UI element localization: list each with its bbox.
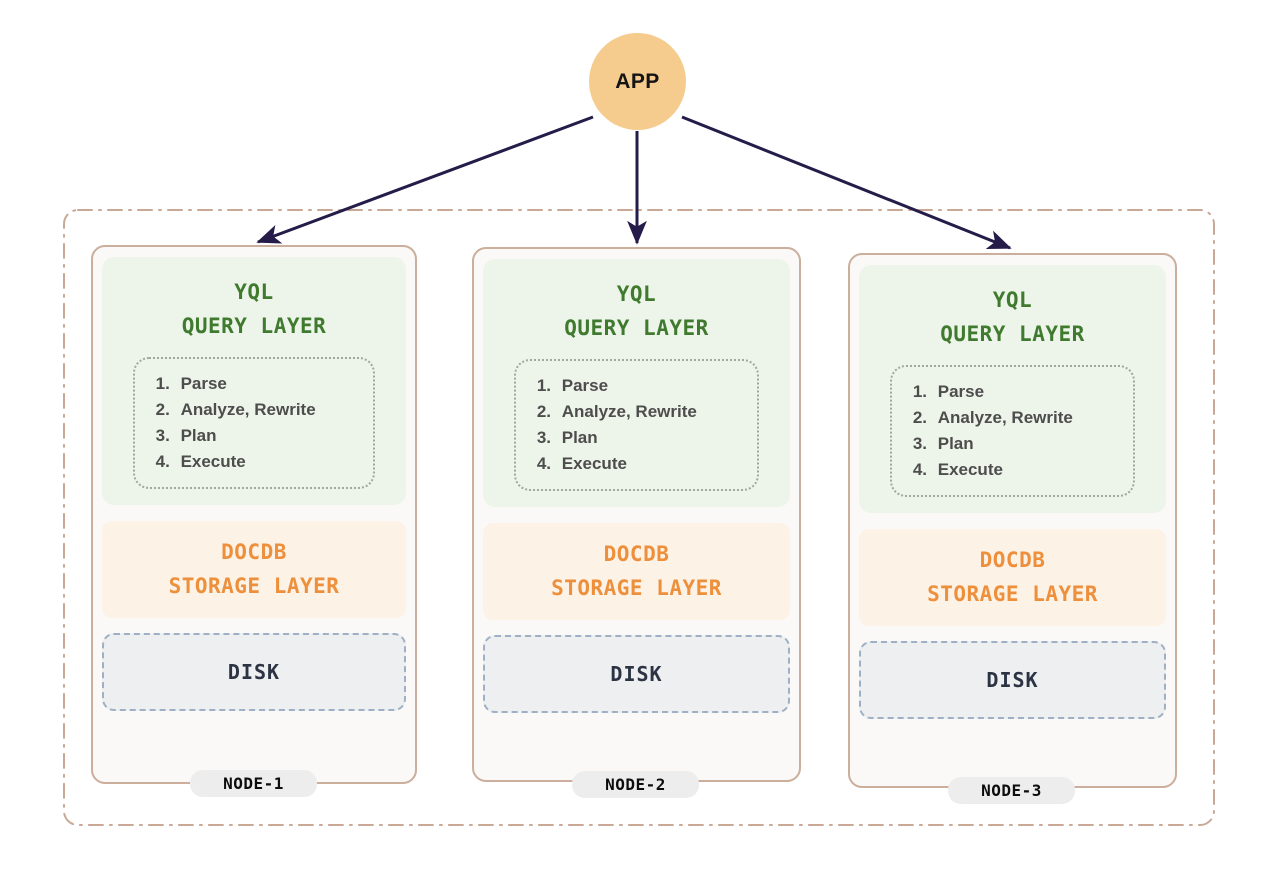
- storage-layer-title-3: DOCDB STORAGE LAYER: [927, 543, 1098, 611]
- storage-layer-title-line2: STORAGE LAYER: [168, 574, 340, 599]
- query-layer-title-1: YQL QUERY LAYER: [182, 275, 327, 343]
- query-step-item: Analyze, Rewrite: [932, 405, 1128, 431]
- query-steps-list-2: Parse Analyze, Rewrite Plan Execute: [530, 373, 752, 477]
- query-layer-title-2: YQL QUERY LAYER: [564, 277, 709, 345]
- node-badge-label-3: NODE-3: [981, 781, 1042, 800]
- query-step-item: Execute: [556, 451, 752, 477]
- node-card-1[interactable]: YQL QUERY LAYER Parse Analyze, Rewrite Pl…: [91, 245, 417, 784]
- storage-layer-2: DOCDB STORAGE LAYER: [483, 523, 790, 621]
- query-layer-title-line1: YQL: [992, 288, 1033, 312]
- node-badge-3: NODE-3: [948, 777, 1075, 804]
- query-step-item: Plan: [556, 425, 752, 451]
- disk-box-3: DISK: [859, 641, 1166, 720]
- storage-layer-title-2: DOCDB STORAGE LAYER: [551, 537, 722, 605]
- disk-label-2: DISK: [610, 662, 663, 687]
- app-node-label: APP: [615, 69, 660, 93]
- query-step-item: Parse: [175, 371, 368, 397]
- storage-layer-title-line1: DOCDB: [979, 548, 1046, 573]
- storage-layer-1: DOCDB STORAGE LAYER: [102, 521, 406, 619]
- query-layer-title-line1: YQL: [234, 280, 274, 304]
- disk-box-2: DISK: [483, 635, 790, 714]
- storage-layer-3: DOCDB STORAGE LAYER: [859, 529, 1166, 627]
- storage-layer-title-line2: STORAGE LAYER: [927, 582, 1098, 607]
- node-badge-1: NODE-1: [190, 770, 317, 797]
- storage-layer-title-line1: DOCDB: [603, 542, 670, 567]
- query-layer-title-line2: QUERY LAYER: [181, 314, 327, 339]
- query-layer-title-line2: QUERY LAYER: [564, 316, 709, 341]
- query-step-item: Analyze, Rewrite: [556, 399, 752, 425]
- arrow-app-to-node-3: [681, 115, 1012, 250]
- disk-box-1: DISK: [102, 633, 406, 712]
- query-step-item: Execute: [932, 457, 1128, 483]
- node-card-2[interactable]: YQL QUERY LAYER Parse Analyze, Rewrite Pl…: [472, 247, 801, 782]
- query-layer-1: YQL QUERY LAYER Parse Analyze, Rewrite Pl…: [102, 257, 406, 506]
- app-node[interactable]: APP: [589, 33, 686, 130]
- disk-label-1: DISK: [227, 660, 281, 685]
- node-card-3[interactable]: YQL QUERY LAYER Parse Analyze, Rewrite Pl…: [848, 253, 1177, 788]
- query-step-item: Parse: [932, 379, 1128, 405]
- storage-layer-title-line1: DOCDB: [221, 540, 287, 565]
- query-layer-title-line2: QUERY LAYER: [940, 322, 1085, 347]
- query-step-item: Plan: [175, 423, 368, 449]
- query-layer-title-line1: YQL: [616, 282, 657, 306]
- node-badge-label-1: NODE-1: [223, 774, 284, 793]
- node-badge-2: NODE-2: [572, 771, 699, 798]
- query-layer-title-3: YQL QUERY LAYER: [940, 283, 1085, 351]
- query-steps-box-3: Parse Analyze, Rewrite Plan Execute: [889, 365, 1136, 498]
- query-steps-box-2: Parse Analyze, Rewrite Plan Execute: [513, 359, 760, 492]
- storage-layer-title-1: DOCDB STORAGE LAYER: [169, 535, 340, 603]
- node-badge-label-2: NODE-2: [605, 775, 666, 794]
- query-step-item: Execute: [175, 449, 368, 475]
- query-layer-3: YQL QUERY LAYER Parse Analyze, Rewrite Pl…: [859, 265, 1166, 514]
- query-step-item: Plan: [932, 431, 1128, 457]
- arrow-app-to-node-1: [256, 115, 594, 244]
- query-steps-box-1: Parse Analyze, Rewrite Plan Execute: [132, 357, 376, 490]
- query-step-item: Parse: [556, 373, 752, 399]
- query-steps-list-1: Parse Analyze, Rewrite Plan Execute: [149, 371, 368, 475]
- query-steps-list-3: Parse Analyze, Rewrite Plan Execute: [906, 379, 1128, 483]
- disk-label-3: DISK: [986, 668, 1039, 693]
- query-step-item: Analyze, Rewrite: [175, 397, 368, 423]
- query-layer-2: YQL QUERY LAYER Parse Analyze, Rewrite Pl…: [483, 259, 790, 508]
- storage-layer-title-line2: STORAGE LAYER: [551, 576, 722, 601]
